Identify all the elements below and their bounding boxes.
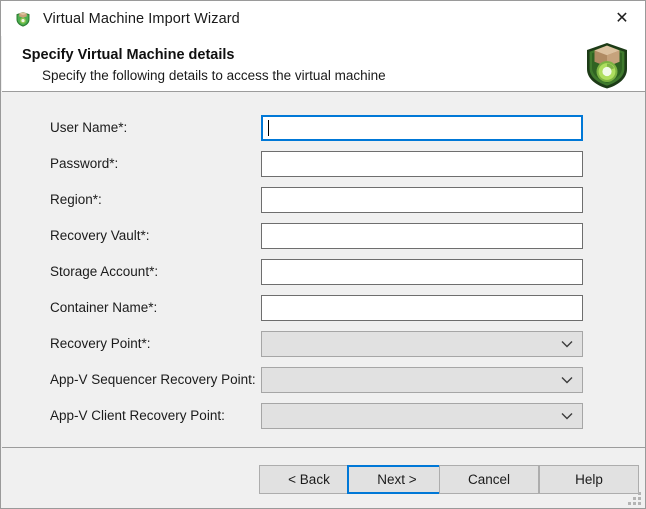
chevron-down-icon bbox=[561, 368, 573, 392]
field-label: Region*: bbox=[50, 192, 102, 207]
text-caret bbox=[268, 120, 269, 136]
back-button[interactable]: < Back bbox=[259, 465, 359, 494]
field-label: Container Name*: bbox=[50, 300, 158, 315]
form-area: User Name*: Password*: Region*: Recovery Va… bbox=[2, 93, 645, 447]
text-input[interactable] bbox=[261, 187, 583, 213]
page-title: Specify Virtual Machine details bbox=[22, 47, 235, 63]
page-subtitle: Specify the following details to access … bbox=[42, 68, 386, 83]
help-button[interactable]: Help bbox=[539, 465, 639, 494]
text-input[interactable] bbox=[261, 115, 583, 141]
next-button[interactable]: Next > bbox=[347, 465, 447, 494]
wizard-header: Specify Virtual Machine details Specify … bbox=[2, 36, 645, 92]
text-input[interactable] bbox=[261, 259, 583, 285]
close-icon[interactable]: ✕ bbox=[615, 10, 629, 27]
dropdown-select bbox=[261, 331, 583, 357]
chevron-down-icon bbox=[561, 332, 573, 356]
form-row: Region*: bbox=[2, 187, 645, 213]
field-label: Recovery Point*: bbox=[50, 336, 151, 351]
field-label: App-V Client Recovery Point: bbox=[50, 408, 225, 423]
form-row: Recovery Point*: bbox=[2, 331, 645, 357]
chevron-down-icon bbox=[561, 404, 573, 428]
window-title: Virtual Machine Import Wizard bbox=[43, 10, 240, 27]
form-row: User Name*: bbox=[2, 115, 645, 141]
title-bar: Virtual Machine Import Wizard ✕ bbox=[1, 1, 645, 36]
text-input[interactable] bbox=[261, 295, 583, 321]
dropdown-select bbox=[261, 403, 583, 429]
shield-package-icon bbox=[14, 10, 32, 28]
form-row: Recovery Vault*: bbox=[2, 223, 645, 249]
resize-grip-icon[interactable] bbox=[628, 492, 641, 505]
cancel-button[interactable]: Cancel bbox=[439, 465, 539, 494]
dropdown-select bbox=[261, 367, 583, 393]
field-label: Storage Account*: bbox=[50, 264, 159, 279]
form-row: App-V Sequencer Recovery Point: bbox=[2, 367, 645, 393]
form-row: Container Name*: bbox=[2, 295, 645, 321]
field-label: App-V Sequencer Recovery Point: bbox=[50, 372, 256, 387]
text-input[interactable] bbox=[261, 151, 583, 177]
form-row: App-V Client Recovery Point: bbox=[2, 403, 645, 429]
field-label: Recovery Vault*: bbox=[50, 228, 150, 243]
shield-package-refresh-icon bbox=[581, 39, 633, 91]
field-label: Password*: bbox=[50, 156, 119, 171]
form-row: Password*: bbox=[2, 151, 645, 177]
form-row: Storage Account*: bbox=[2, 259, 645, 285]
field-label: User Name*: bbox=[50, 120, 128, 135]
text-input[interactable] bbox=[261, 223, 583, 249]
